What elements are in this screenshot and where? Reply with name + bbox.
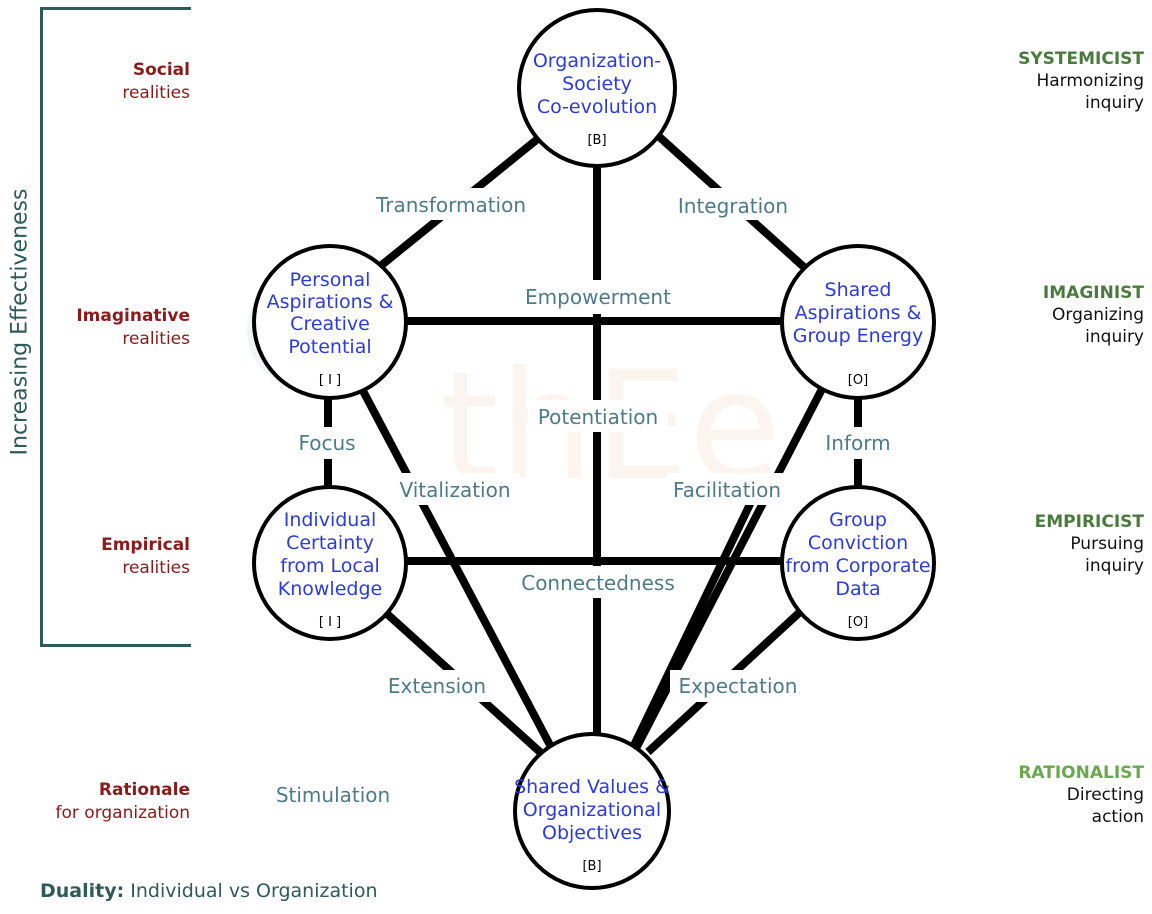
node-line: Personal [290,269,371,291]
level-title: Social [132,60,190,80]
edge-label-text: Focus [298,431,355,455]
edge-label-text: Expectation [679,674,798,698]
inquiry-sub: Harmonizing [1036,71,1144,91]
edge-label-text: Integration [678,194,788,218]
level-title: Empirical [101,535,190,555]
inquiry-sub: inquiry [1085,93,1144,113]
effectiveness-bracket [40,7,191,647]
node-code: [ I ] [319,373,341,388]
node-code: [B] [582,859,601,874]
node-line: Certainty [286,532,374,554]
edge-label-potentiation: Potentiation [528,400,668,432]
inquiry-sub: inquiry [1085,327,1144,347]
level-title: Imaginative [76,306,190,326]
edge-label-text: Vitalization [399,478,510,502]
node-code: [O] [848,373,868,388]
node-code: [O] [848,615,868,630]
node-line: Organizational [523,799,661,821]
node-line: Potential [288,336,371,358]
inquiry-title: IMAGINIST [1042,283,1144,303]
node-group-conviction: Group Conviction from Corporate Data [O] [780,485,936,641]
edge-label-text: Inform [825,431,890,455]
node-line: Shared Values & [514,776,670,798]
edge-label-facilitation: Facilitation [666,473,790,505]
level-label-rationale: Rationale for organization [56,779,190,825]
node-code: [B] [587,133,606,148]
edge-label-text: Facilitation [673,478,781,502]
node-code: [ I ] [319,615,341,630]
edge-label-text: Extension [388,674,486,698]
node-individual-certainty: Individual Certainty from Local Knowledg… [252,485,408,641]
node-line: Shared [825,279,892,301]
node-line: Knowledge [278,578,382,600]
edge-label-transformation: Transformation [366,188,536,220]
node-line: Aspirations & [795,302,922,324]
edge-label-text: Potentiation [538,405,658,429]
node-line: Society [562,73,632,95]
node-line: Co-evolution [537,96,657,118]
level-sub: realities [122,558,190,578]
node-personal-aspirations: Personal Aspirations & Creative Potentia… [252,244,408,400]
inquiry-label-systemicist: SYSTEMICIST Harmonizing inquiry [1018,48,1144,114]
edge-label-text: Connectedness [521,571,675,595]
edge-label-expectation: Expectation [670,670,806,702]
node-line: Data [835,578,880,600]
level-label-imaginative: Imaginative realities [76,305,190,351]
edge-label-stimulation: Stimulation [276,783,390,807]
edge-label-text: Transformation [375,193,526,217]
duality-text: Individual vs Organization [124,880,378,902]
edge-labels: Transformation Integration Empowerment P… [276,188,898,807]
level-sub: for organization [55,803,190,823]
edge-left2-right1 [621,498,756,766]
inquiry-title: RATIONALIST [1018,763,1144,783]
inquiry-sub: inquiry [1085,556,1144,576]
inquiry-label-rationalist: RATIONALIST Directing action [1018,762,1144,828]
node-line: Conviction [808,532,908,554]
edge-label-integration: Integration [670,188,798,220]
inquiry-sub: action [1091,807,1144,827]
node-line: Creative [290,313,370,335]
node-line: Aspirations & [267,291,394,313]
node-line: Objectives [542,822,642,844]
inquiry-sub: Pursuing [1070,534,1144,554]
inquiry-title: EMPIRICIST [1034,512,1144,532]
edge-left1-bottom [358,387,564,766]
inquiry-title: SYSTEMICIST [1018,49,1144,69]
node-line: Group Energy [793,325,923,347]
level-sub: realities [122,83,190,103]
edge-label-empowerment: Empowerment [516,280,680,314]
edge-right1-bottom [624,387,826,766]
node-line: from Corporate [785,555,930,577]
level-sub: realities [122,329,190,349]
node-organization-society: Organization- Society Co-evolution [B] [517,8,677,168]
node-line: from Local [280,555,380,577]
node-line: Group [829,509,887,531]
node-line: Organization- [533,50,661,72]
inquiry-label-imaginist: IMAGINIST Organizing inquiry [1043,282,1144,348]
node-shared-aspirations: Shared Aspirations & Group Energy [O] [780,244,936,400]
edge-label-vitalization: Vitalization [392,473,520,505]
level-label-empirical: Empirical realities [101,534,190,580]
duality-footer: Duality: Individual vs Organization [40,880,377,902]
node-line: Individual [284,509,377,531]
edge-label-extension: Extension [380,670,494,702]
edges [324,129,862,766]
edge-label-focus: Focus [292,427,362,459]
node-shared-values: Shared Values & Organizational Objective… [513,732,671,890]
level-label-social: Social realities [122,59,190,105]
level-title: Rationale [98,780,190,800]
edge-label-text: Empowerment [525,285,671,309]
inquiry-label-empiricist: EMPIRICIST Pursuing inquiry [1035,511,1144,577]
inquiry-sub: Directing [1066,785,1144,805]
edge-label-inform: Inform [818,427,898,459]
duality-label: Duality: [40,880,125,902]
inquiry-sub: Organizing [1052,305,1144,325]
edge-label-connectedness: Connectedness [510,566,686,598]
